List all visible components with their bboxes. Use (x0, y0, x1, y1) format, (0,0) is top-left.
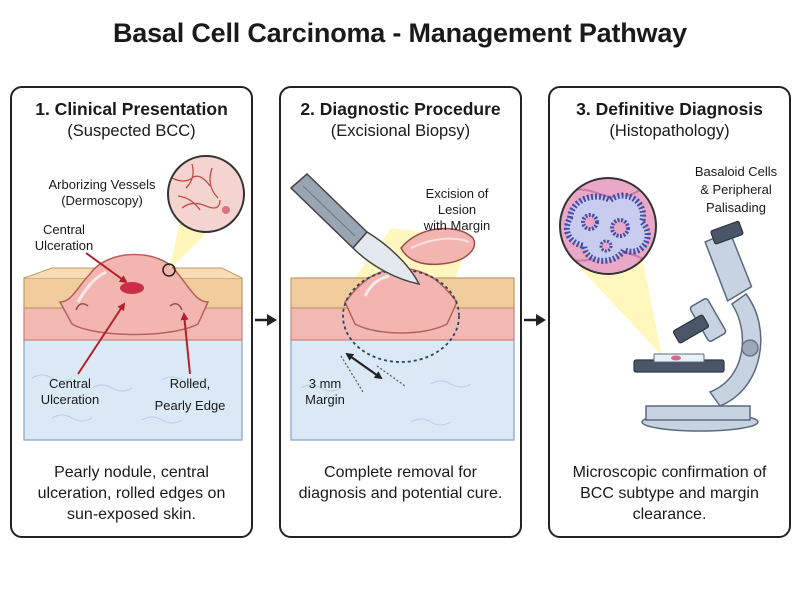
panel-subtitle: (Excisional Biopsy) (330, 122, 471, 140)
label-excision-3: with Margin (423, 218, 490, 233)
label-arborizing-vessels: Arborizing Vessels (49, 177, 156, 192)
page-title: Basal Cell Carcinoma - Management Pathwa… (113, 18, 687, 48)
lesion-nodule (58, 253, 210, 336)
label-dermoscopy: (Dermoscopy) (61, 193, 143, 208)
label-margin-1: 3 mm (309, 376, 342, 391)
label-basaloid-cells-1: Basaloid Cells (695, 164, 778, 179)
panel-header: 2. Diagnostic Procedure (Excisional Biop… (281, 98, 520, 142)
panel-header: 3. Definitive Diagnosis (Histopathology) (550, 98, 789, 142)
label-rolled-edge-2: Pearly Edge (155, 398, 226, 413)
panel-description: Pearly nodule, central ulceration, rolle… (37, 464, 226, 523)
dermoscopy-inset (168, 156, 244, 232)
panel-clinical-presentation: Arborizing Vessels (Dermoscopy) Central … (10, 86, 253, 538)
label-central-ulceration-bottom-2: Ulceration (41, 392, 100, 407)
panel-definitive-diagnosis: Basaloid Cells & Peripheral Palisading 3… (548, 86, 791, 538)
label-basaloid-cells-3: Palisading (706, 200, 766, 215)
label-rolled-edge-1: Rolled, (170, 376, 210, 391)
label-excision-2: Lesion (438, 202, 476, 217)
panel-title: 2. Diagnostic Procedure (300, 99, 501, 119)
panel-description: Complete removal for diagnosis and poten… (298, 464, 503, 502)
excision-margin-outline (342, 269, 460, 363)
microscope-icon (633, 220, 762, 432)
skin-lesion-illustration: Arborizing Vessels (Dermoscopy) Central … (23, 155, 245, 441)
panel-title: 3. Definitive Diagnosis (576, 99, 763, 119)
panel-subtitle: (Histopathology) (609, 122, 730, 140)
flow-arrow-2-to-3 (524, 314, 546, 326)
excised-specimen (400, 227, 476, 266)
panel-diagnostic-procedure: Excision of Lesion with Margin 3 mm Marg… (279, 86, 522, 538)
ulcer-spot (120, 282, 144, 294)
label-margin-2: Margin (305, 392, 345, 407)
margin-measure-arrow (345, 352, 383, 380)
arrow-ulceration-top (85, 252, 128, 284)
flow-arrow-1-to-2 (255, 314, 277, 326)
histology-inset (560, 178, 656, 274)
label-excision-1: Excision of (426, 186, 489, 201)
arrow-ulceration-bottom (77, 302, 126, 375)
arrow-rolled-edge (180, 312, 191, 375)
excision-illustration: Excision of Lesion with Margin 3 mm Marg… (289, 172, 515, 441)
histopathology-illustration: Basaloid Cells & Peripheral Palisading (559, 164, 778, 432)
label-central-ulceration-top-1: Central (43, 222, 85, 237)
label-central-ulceration-bottom-1: Central (49, 376, 91, 391)
dermoscopy-focus-circle (162, 263, 176, 277)
label-basaloid-cells-2: & Peripheral (700, 182, 772, 197)
panel-subtitle: (Suspected BCC) (67, 122, 196, 140)
panel-description: Microscopic confirmation of BCC subtype … (572, 464, 767, 523)
panel-title: 1. Clinical Presentation (35, 99, 228, 119)
panel-header: 1. Clinical Presentation (Suspected BCC) (12, 98, 251, 142)
highlight-cone (580, 256, 662, 356)
label-central-ulceration-top-2: Ulceration (35, 238, 94, 253)
scalpel-icon (289, 172, 421, 286)
